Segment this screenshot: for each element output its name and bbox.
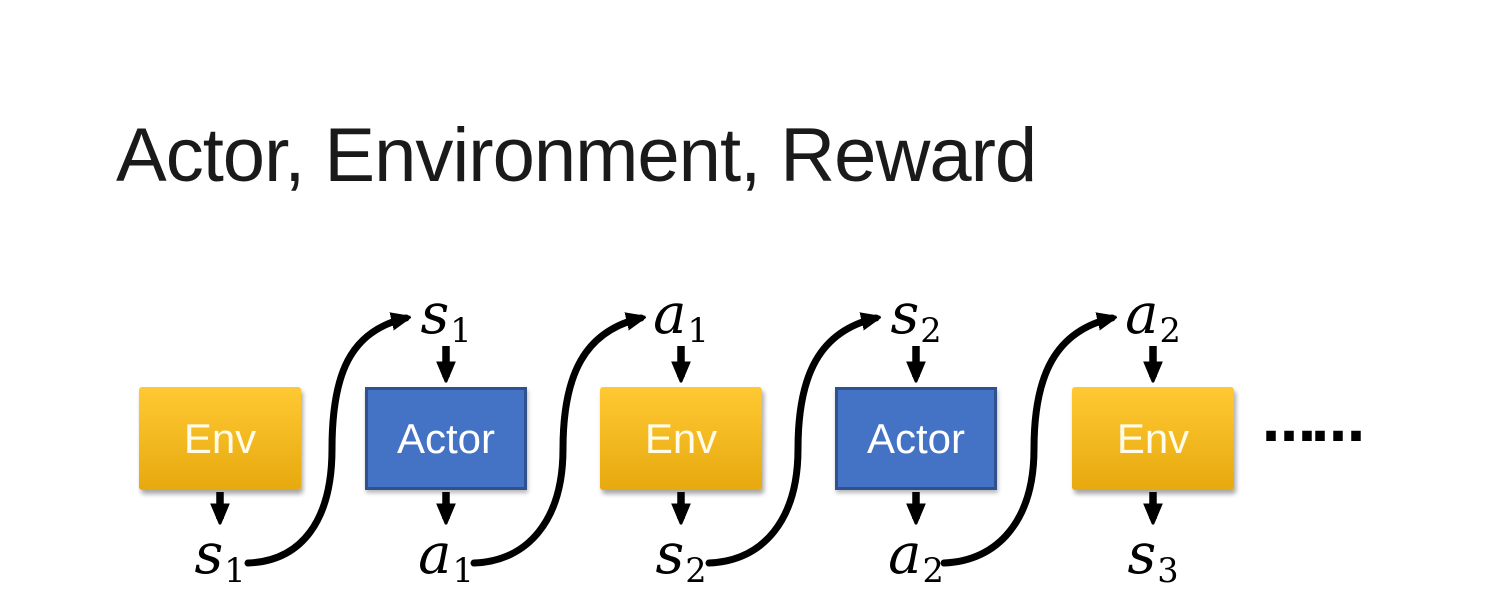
bottom-label-a1-base: a [418, 522, 452, 587]
env-box-1: Env [139, 387, 301, 490]
bottom-label-s3-sub: 3 [1157, 551, 1179, 591]
top-label-a1: a1 [653, 287, 709, 348]
top-label-a2-base: a [1125, 282, 1159, 347]
curve-arrow-s1 [244, 318, 406, 567]
env-box-1-label: Env [183, 414, 257, 462]
top-label-a2-sub: 2 [1159, 311, 1181, 351]
bottom-label-s1: s1 [194, 527, 245, 588]
bottom-label-a1: a1 [418, 527, 474, 588]
bottom-label-a2-sub: 2 [922, 551, 944, 591]
top-label-s1-base: s [420, 282, 450, 347]
top-label-s1-sub: 1 [450, 311, 472, 351]
actor-box-2: Actor [835, 387, 997, 490]
page-title: Actor, Environment, Reward [116, 113, 1037, 198]
bottom-label-s3: s3 [1127, 527, 1178, 588]
bottom-label-a2-base: a [888, 522, 922, 587]
ellipsis-dots: …… [1262, 391, 1365, 454]
env-box-3: Env [1072, 387, 1234, 490]
bottom-label-s2-base: s [655, 522, 685, 587]
curve-arrow-a1 [470, 318, 641, 567]
curve-arrow-a2 [940, 318, 1112, 567]
bottom-label-s2-sub: 2 [685, 551, 707, 591]
bottom-label-s3-base: s [1127, 522, 1157, 587]
bottom-label-s1-sub: 1 [224, 551, 246, 591]
actor-box-1-label: Actor [396, 414, 496, 462]
actor-box-1: Actor [365, 387, 527, 490]
top-label-s2-base: s [890, 282, 920, 347]
bottom-label-s1-base: s [194, 522, 224, 587]
actor-box-2-label: Actor [866, 414, 966, 462]
top-label-a2: a2 [1125, 287, 1181, 348]
top-label-s2: s2 [890, 287, 941, 348]
curve-arrow-s2 [705, 318, 876, 567]
top-label-s1: s1 [420, 287, 471, 348]
bottom-label-s2: s2 [655, 527, 706, 588]
bottom-label-a2: a2 [888, 527, 944, 588]
top-label-a1-sub: 1 [687, 311, 709, 351]
env-box-2-label: Env [644, 414, 718, 462]
top-label-s2-sub: 2 [920, 311, 942, 351]
bottom-label-a1-sub: 1 [452, 551, 474, 591]
env-box-2: Env [600, 387, 762, 490]
top-label-a1-base: a [653, 282, 687, 347]
env-box-3-label: Env [1116, 414, 1190, 462]
